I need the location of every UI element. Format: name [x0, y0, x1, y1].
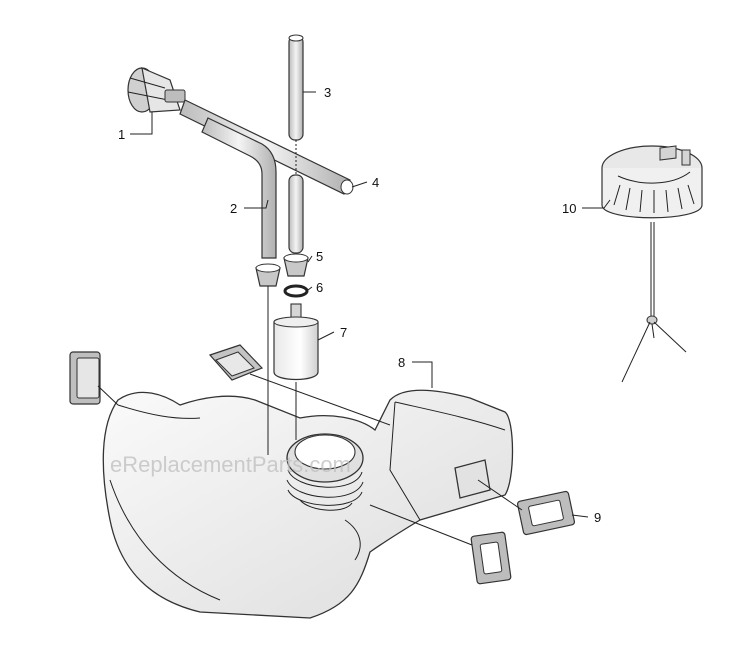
fuel-cap: [601, 145, 703, 383]
callout-9: 9: [594, 510, 601, 525]
fuel-filter: [273, 303, 319, 381]
hose-2: [201, 117, 277, 259]
callout-5: 5: [316, 249, 323, 264]
watermark-text: eReplacementParts.com: [110, 452, 351, 477]
vent-valve: [127, 67, 186, 113]
filler-neck: [286, 433, 364, 511]
leader-lines: [130, 91, 611, 518]
fuel-tank: [102, 389, 514, 619]
o-ring: [283, 284, 309, 298]
callout-8: 8: [398, 355, 405, 370]
callout-4: 4: [372, 175, 379, 190]
callout-labels: 1 2 3 4 5 6 7 8 9 10: [118, 85, 601, 525]
callout-3: 3: [324, 85, 331, 100]
grommet-left: [69, 351, 101, 405]
grommet-9: [516, 490, 576, 536]
grommet-center: [208, 344, 264, 381]
hose-3: [288, 34, 304, 254]
grommet-lower: [470, 531, 512, 585]
callout-6: 6: [316, 280, 323, 295]
callout-10: 10: [562, 201, 576, 216]
hose-grommets: [255, 253, 309, 287]
callout-1: 1: [118, 127, 125, 142]
callout-7: 7: [340, 325, 347, 340]
grommet: [69, 344, 576, 585]
callout-2: 2: [230, 201, 237, 216]
